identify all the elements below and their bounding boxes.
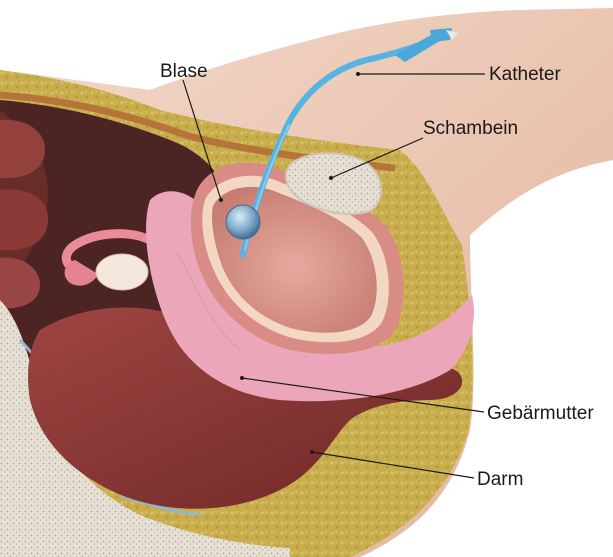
catheter-balloon — [226, 205, 260, 239]
label-darm: Darm — [477, 469, 523, 490]
label-schambein: Schambein — [423, 118, 518, 139]
label-katheter: Katheter — [489, 64, 561, 85]
label-blase: Blase — [160, 61, 208, 82]
label-gebaermutter: Gebärmutter — [487, 403, 594, 424]
